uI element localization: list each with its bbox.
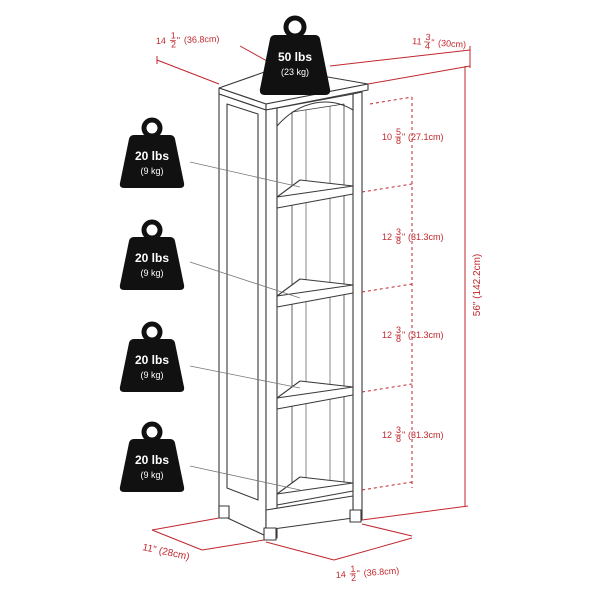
dim-unit: " bbox=[402, 430, 405, 440]
dim-den: 2 bbox=[351, 573, 357, 583]
bookcase-front-left-post bbox=[266, 108, 277, 538]
shelf-weight-kg: (9 kg) bbox=[140, 166, 163, 176]
label-top-depth: 11 3 4 " (30cm) bbox=[412, 31, 467, 54]
dim-whole: 14 bbox=[335, 569, 346, 580]
label-bottom-depth: 11" (28cm) bbox=[141, 542, 190, 563]
dim-unit: " bbox=[402, 132, 405, 142]
dim-den: 8 bbox=[396, 334, 401, 344]
dim-unit: " bbox=[431, 37, 435, 47]
dim-height-bottom-ext bbox=[362, 506, 468, 520]
foot-front-right bbox=[350, 510, 361, 522]
dash bbox=[362, 184, 412, 192]
label-shelf-gap-2: 12 3 8 " (31.3cm) bbox=[382, 227, 444, 246]
dim-metric: (30cm) bbox=[438, 38, 467, 50]
bookcase-illustration bbox=[219, 68, 368, 540]
label-shelf-gap-1: 10 5 8 " (27.1cm) bbox=[382, 127, 444, 146]
dim-whole: 10 bbox=[382, 132, 392, 142]
shelf-weight-badge-3: 20 lbs (9 kg) bbox=[120, 324, 184, 392]
top-weight-kg: (23 kg) bbox=[281, 67, 309, 77]
bookcase-front-right-post bbox=[353, 92, 362, 520]
shelf-weight-kg: (9 kg) bbox=[140, 370, 163, 380]
bookcase-left-side bbox=[219, 94, 266, 536]
label-top-width: 14 1 2 " (36.8cm) bbox=[156, 29, 220, 50]
dim-top-width-line bbox=[157, 60, 219, 84]
shelf-weight-lbs: 20 lbs bbox=[135, 149, 169, 163]
weight-handle bbox=[144, 424, 160, 440]
shelf-weight-lbs: 20 lbs bbox=[135, 353, 169, 367]
shelf-2 bbox=[277, 279, 353, 307]
shelf-weight-lbs: 20 lbs bbox=[135, 453, 169, 467]
dash bbox=[362, 384, 412, 392]
dim-unit: " bbox=[356, 568, 360, 578]
weight-icon bbox=[260, 35, 330, 95]
dim-bottom-width-line-2 bbox=[334, 538, 412, 560]
weight-handle bbox=[144, 324, 160, 340]
dim-whole: 14 bbox=[156, 36, 166, 46]
dim-den: 4 bbox=[425, 41, 431, 51]
label-shelf-gap-3: 12 3 8 " (31.3cm) bbox=[382, 325, 444, 344]
top-weight-lbs: 50 lbs bbox=[278, 50, 312, 64]
shelf-weight-badge-2: 20 lbs (9 kg) bbox=[120, 222, 184, 290]
shelf-weight-lbs: 20 lbs bbox=[135, 251, 169, 265]
shelf-weight-kg: (9 kg) bbox=[140, 268, 163, 278]
dim-bottom-width-ext bbox=[362, 524, 412, 536]
dim-top-depth-line bbox=[330, 50, 470, 66]
dim-bottom-depth-ext-2 bbox=[202, 540, 264, 550]
dim-metric: (31.3cm) bbox=[408, 330, 444, 340]
dim-metric: (31.3cm) bbox=[408, 232, 444, 242]
shelf-3 bbox=[277, 381, 353, 409]
foot-back-left bbox=[219, 506, 229, 518]
label-height: 56" (142.2cm) bbox=[472, 254, 483, 316]
dim-whole: 11 bbox=[412, 36, 422, 47]
foot-front-left bbox=[264, 528, 276, 540]
weight-handle bbox=[144, 120, 160, 136]
shelf-weight-kg: (9 kg) bbox=[140, 470, 163, 480]
dim-metric: (27.1cm) bbox=[408, 132, 444, 142]
dim-metric: (31.3cm) bbox=[408, 430, 444, 440]
dash bbox=[362, 284, 412, 292]
dash bbox=[370, 97, 412, 104]
dash bbox=[362, 482, 412, 490]
dim-den: 2 bbox=[171, 39, 176, 49]
label-shelf-gap-4: 12 3 8 " (31.3cm) bbox=[382, 425, 444, 444]
dim-metric: (36.8cm) bbox=[363, 566, 399, 578]
dim-unit: " bbox=[402, 330, 405, 340]
dim-bottom-depth-ext bbox=[152, 518, 219, 530]
shelf-weight-badge-4: 20 lbs (9 kg) bbox=[120, 424, 184, 492]
dim-bottom-width-line bbox=[266, 542, 334, 560]
dim-metric: (36.8cm) bbox=[184, 34, 220, 45]
dim-unit: " bbox=[402, 232, 405, 242]
dim-den: 8 bbox=[396, 236, 401, 246]
shelf-weight-badge-1: 20 lbs (9 kg) bbox=[120, 120, 184, 188]
dim-whole: 12 bbox=[382, 330, 392, 340]
dim-den: 8 bbox=[396, 136, 401, 146]
dim-whole: 12 bbox=[382, 232, 392, 242]
dim-whole: 12 bbox=[382, 430, 392, 440]
label-bottom-width: 14 1 2 " (36.8cm) bbox=[335, 561, 400, 584]
dim-height-top-ext bbox=[368, 66, 470, 84]
dim-den: 8 bbox=[396, 434, 401, 444]
weight-handle bbox=[286, 18, 304, 36]
dim-unit: " bbox=[177, 35, 181, 45]
weight-handle bbox=[144, 222, 160, 238]
top-weight-badge: 50 lbs (23 kg) bbox=[260, 18, 330, 95]
